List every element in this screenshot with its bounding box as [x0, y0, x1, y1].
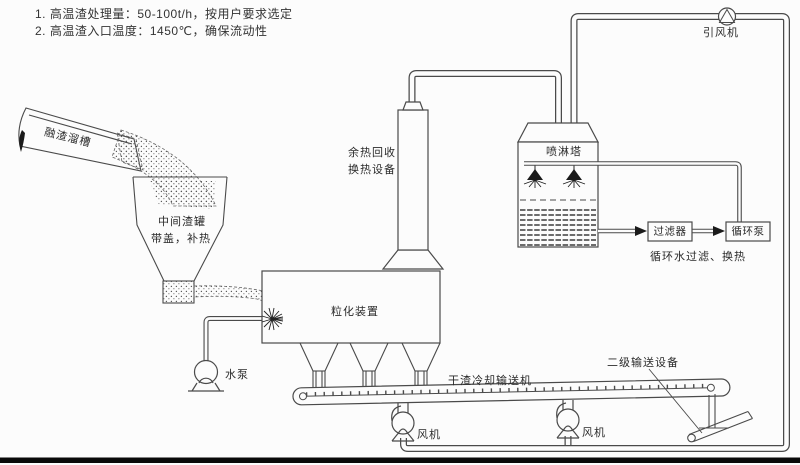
- induced-draft-fan-symbol: [717, 7, 737, 26]
- spray-tower: [517, 122, 599, 248]
- cooling-fan-right: [556, 400, 580, 439]
- granulator-discharge-funnels: [299, 342, 441, 389]
- label-heat-recovery-line2: 换热设备: [348, 164, 396, 176]
- label-circulation-note: 循环水过滤、换热: [650, 251, 746, 263]
- note-inlet-temperature: 2. 高温渣入口温度：1450℃，确保流动性: [35, 24, 268, 38]
- bottom-border-bar: [0, 457, 800, 463]
- label-circulation-pump: 循环泵: [731, 225, 765, 238]
- spray-header-pipe: [524, 161, 742, 222]
- label-water-pump: 水泵: [225, 369, 249, 381]
- label-filter: 过滤器: [653, 225, 687, 238]
- circulation-pump-box: [725, 221, 771, 242]
- water-spray-burst: [261, 307, 284, 331]
- spray-nozzles: [523, 165, 586, 188]
- label-tundish-line1: 中间渣罐: [158, 216, 206, 228]
- label-fan-left: 风机: [417, 429, 441, 441]
- secondary-conveyor: [648, 368, 753, 443]
- label-granulator: 粒化装置: [331, 306, 379, 318]
- dry-slag-conveyor: [292, 378, 731, 406]
- circulation-line: [598, 226, 725, 236]
- filter-box: [647, 221, 693, 242]
- conveyor-support: [699, 394, 729, 429]
- label-fan-right: 风机: [582, 427, 606, 439]
- label-secondary-conveyor: 二级输送设备: [607, 357, 679, 369]
- column-to-tower-pipe: [408, 70, 562, 126]
- note-throughput: 1. 高温渣处理量：50-100t/h，按用户要求选定: [35, 7, 293, 21]
- label-tundish-line2: 带盖，补热: [151, 233, 211, 245]
- water-pump: [188, 359, 224, 392]
- slag-chute: [18, 107, 142, 172]
- label-induced-draft-fan: 引风机: [703, 27, 739, 39]
- label-heat-recovery-line1: 余热回收: [348, 147, 396, 159]
- heat-recovery-column: [381, 101, 445, 270]
- water-pump-pipe: [203, 316, 266, 361]
- cooling-fan-left: [391, 403, 415, 442]
- label-dry-slag-conveyor: 干渣冷却输送机: [448, 375, 532, 387]
- granulator-box: [261, 270, 441, 344]
- label-spray-tower: 喷淋塔: [546, 146, 582, 158]
- tundish-hopper: [132, 176, 228, 304]
